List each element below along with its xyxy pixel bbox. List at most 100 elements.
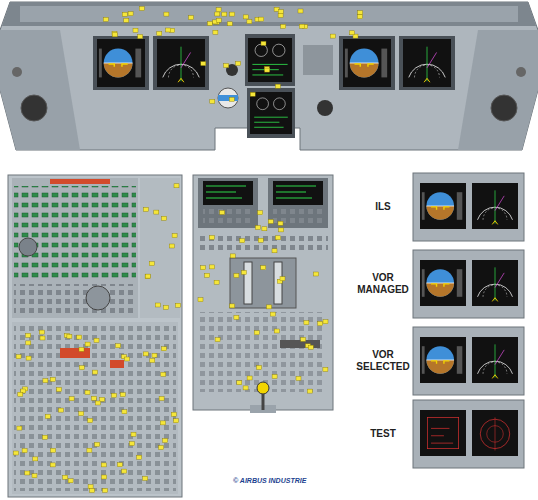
callout-marker (262, 227, 267, 231)
callout-marker (234, 274, 239, 278)
callout-marker (124, 357, 129, 361)
callout-marker (67, 334, 72, 338)
callout-marker (163, 439, 168, 443)
callout-marker (215, 338, 220, 342)
callout-marker (220, 211, 225, 215)
callout-marker (79, 366, 84, 370)
callout-marker (267, 305, 272, 309)
callout-marker (112, 393, 117, 397)
callout-marker (357, 15, 362, 19)
callout-marker (304, 321, 309, 325)
callout-marker (296, 376, 301, 380)
callout-marker (330, 34, 335, 38)
callout-marker (243, 386, 248, 390)
callout-marker (145, 274, 150, 278)
callout-marker (139, 7, 144, 11)
callout-marker (155, 303, 160, 307)
callout-marker (90, 489, 95, 493)
callout-marker (93, 370, 98, 374)
mode-label: VOR MANAGED (352, 272, 414, 296)
callout-marker (254, 331, 259, 335)
callout-marker (279, 228, 284, 232)
callout-marker (124, 18, 129, 22)
callout-marker (230, 304, 235, 308)
callout-marker (88, 419, 93, 423)
callout-marker (299, 24, 304, 28)
callout-marker (210, 99, 215, 103)
callout-marker (210, 265, 215, 269)
callout-marker (280, 277, 285, 281)
callout-marker (236, 61, 241, 65)
callout-marker (131, 432, 136, 436)
callout-marker (278, 13, 283, 17)
callout-marker (63, 475, 68, 479)
callout-marker (143, 352, 148, 356)
callout-marker (323, 320, 328, 324)
callout-marker (26, 341, 31, 345)
callout-marker (154, 210, 159, 214)
callout-marker (274, 329, 279, 333)
callout-marker (261, 41, 266, 45)
callout-marker (189, 16, 194, 20)
callout-marker (308, 345, 313, 349)
callout-marker (50, 463, 55, 467)
callout-marker (88, 485, 93, 489)
callout-marker (26, 356, 31, 360)
callout-marker (122, 469, 127, 473)
callout-marker (91, 396, 96, 400)
callout-marker (160, 421, 165, 425)
callout-marker (174, 419, 179, 423)
callout-marker (243, 15, 248, 19)
callout-marker (13, 451, 18, 455)
callout-marker (209, 236, 214, 240)
callout-marker (116, 344, 121, 348)
callout-marker (268, 220, 273, 224)
callout-marker (162, 216, 167, 220)
callout-marker (87, 448, 92, 452)
callout-marker (95, 401, 100, 405)
callout-marker (214, 280, 219, 284)
callout-marker (227, 22, 232, 26)
callout-marker (43, 435, 48, 439)
callout-marker (275, 236, 280, 240)
callout-marker (129, 442, 134, 446)
mode-label: TEST (353, 428, 413, 440)
mode-label: VOR SELECTED (352, 349, 414, 373)
callout-marker (149, 262, 154, 266)
callout-marker (25, 471, 30, 475)
callout-marker (201, 62, 206, 66)
callout-marker (79, 412, 84, 416)
callout-marker (270, 312, 275, 316)
callout-marker (45, 414, 50, 418)
callout-marker (205, 273, 210, 277)
callout-marker (171, 412, 176, 416)
callout-marker (101, 463, 106, 467)
callout-marker (234, 315, 239, 319)
callout-marker (307, 389, 312, 393)
callout-marker (241, 270, 246, 274)
callout-marker (94, 338, 99, 342)
callout-marker (33, 457, 38, 461)
callout-marker (43, 379, 48, 383)
callout-marker (259, 17, 264, 21)
callout-marker (100, 397, 105, 401)
callout-marker (237, 381, 242, 385)
callout-marker (275, 84, 280, 88)
callout-marker (32, 474, 37, 478)
callout-marker (95, 442, 100, 446)
callout-marker (176, 303, 181, 307)
callout-marker (50, 377, 55, 381)
callout-marker (169, 244, 174, 248)
callout-marker (250, 92, 255, 96)
callout-marker (159, 446, 164, 450)
callout-marker (174, 184, 179, 188)
callout-marker (164, 12, 169, 16)
callout-marker (278, 10, 283, 14)
callout-marker (215, 12, 220, 16)
callout-marker (323, 367, 328, 371)
callout-marker (301, 337, 306, 341)
callout-marker (128, 12, 133, 16)
callout-marker (68, 479, 73, 483)
callout-marker (247, 20, 252, 24)
